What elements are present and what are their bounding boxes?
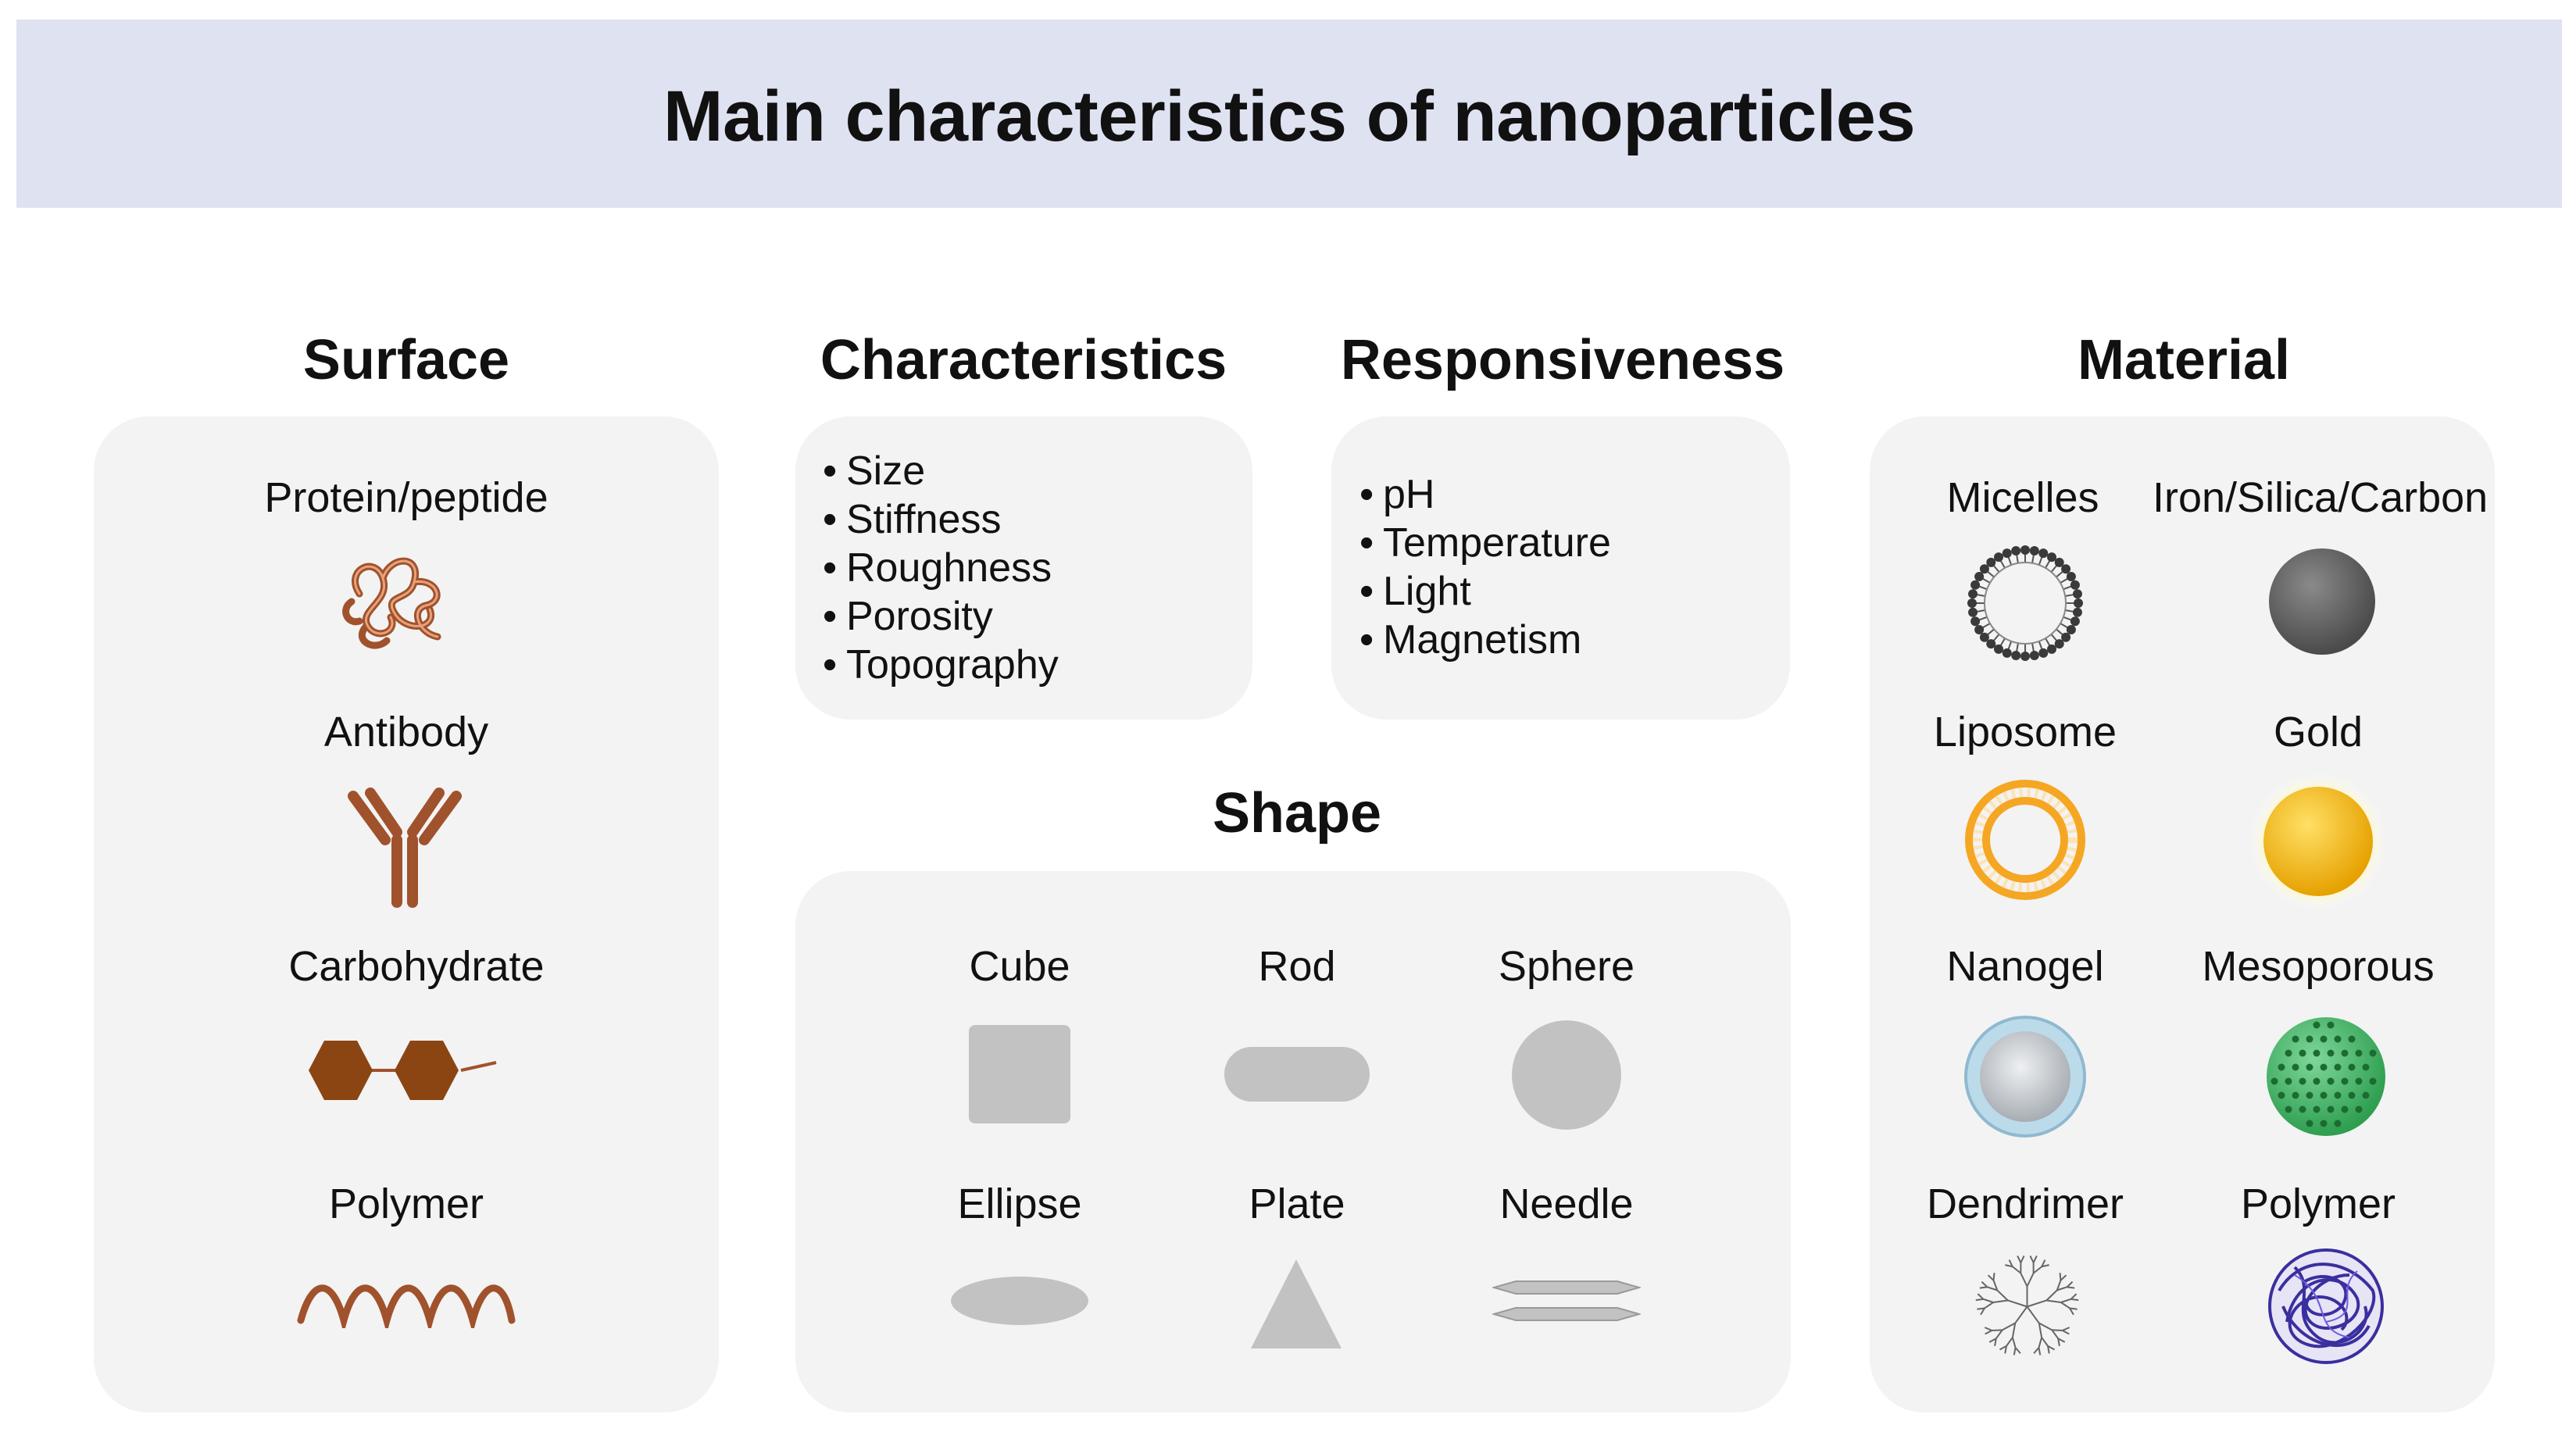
cube-icon xyxy=(969,1025,1070,1123)
list-item: •Porosity xyxy=(823,594,993,639)
surface-label-protein: Protein/peptide xyxy=(264,474,548,521)
characteristics-panel xyxy=(795,416,1252,720)
dendrimer-icon xyxy=(1975,1255,2079,1355)
list-item: •Stiffness xyxy=(823,497,1002,542)
material-label-liposome: Liposome xyxy=(1933,709,2117,755)
shape-label-sphere: Sphere xyxy=(1498,943,1635,990)
iron-silica-carbon-icon xyxy=(2269,548,2375,655)
shape-label-plate: Plate xyxy=(1249,1180,1345,1227)
responsiveness-title: Responsiveness xyxy=(1340,329,1785,391)
shape-label-needle: Needle xyxy=(1499,1180,1634,1227)
list-item: •Roughness xyxy=(823,545,1052,591)
list-item: •Topography xyxy=(823,642,1059,688)
characteristics-list: •Size •Stiffness •Roughness •Porosity •T… xyxy=(823,447,1059,689)
mesoporous-icon xyxy=(2267,1017,2385,1136)
needle-icon xyxy=(1492,1280,1641,1321)
surface-label-antibody: Antibody xyxy=(323,709,489,755)
page-title: Main characteristics of nanoparticles xyxy=(663,77,1916,156)
material-label-iron-silica-carbon: Iron/Silica/Carbon xyxy=(2153,474,2488,521)
surface-title: Surface xyxy=(302,329,510,391)
list-item: •Temperature xyxy=(1359,520,1611,566)
material-title: Material xyxy=(2077,329,2291,391)
protein-icon xyxy=(342,557,441,649)
gold-icon xyxy=(2249,773,2387,910)
polymer-nanoparticle-icon xyxy=(2268,1248,2384,1364)
rod-icon xyxy=(1224,1047,1370,1102)
shape-label-rod: Rod xyxy=(1258,943,1336,990)
material-label-nanogel: Nanogel xyxy=(1946,943,2104,990)
shape-label-cube: Cube xyxy=(969,943,1070,990)
polymer-chain-icon xyxy=(297,1284,516,1328)
material-label-micelles: Micelles xyxy=(1946,474,2099,521)
list-item: •Size xyxy=(823,448,926,494)
responsiveness-panel xyxy=(1331,416,1790,720)
responsiveness-list: •pH •Temperature •Light •Magnetism xyxy=(1359,470,1611,664)
plate-icon xyxy=(1251,1259,1342,1348)
surface-label-carbohydrate: Carbohydrate xyxy=(288,943,545,990)
surface-panel xyxy=(94,416,719,1413)
list-item: •Light xyxy=(1359,569,1471,614)
shape-label-ellipse: Ellipse xyxy=(957,1180,1082,1227)
antibody-icon xyxy=(348,788,462,908)
title-banner: Main characteristics of nanoparticles xyxy=(16,20,2562,208)
nanogel-icon xyxy=(1964,1016,2086,1138)
shape-title: Shape xyxy=(1212,782,1382,845)
ellipse-icon xyxy=(951,1277,1088,1325)
material-label-polymer: Polymer xyxy=(2240,1180,2396,1227)
micelle-icon xyxy=(1967,545,2083,661)
material-label-gold: Gold xyxy=(2273,709,2363,755)
list-item: •Magnetism xyxy=(1359,617,1582,663)
material-label-dendrimer: Dendrimer xyxy=(1926,1180,2124,1227)
list-item: •pH xyxy=(1359,472,1435,517)
sphere-icon xyxy=(1512,1020,1621,1130)
surface-label-polymer: Polymer xyxy=(328,1180,484,1227)
carbohydrate-icon xyxy=(309,1041,497,1100)
liposome-icon xyxy=(1965,780,2085,900)
material-label-mesoporous: Mesoporous xyxy=(2202,943,2435,990)
characteristics-title: Characteristics xyxy=(820,329,1227,391)
